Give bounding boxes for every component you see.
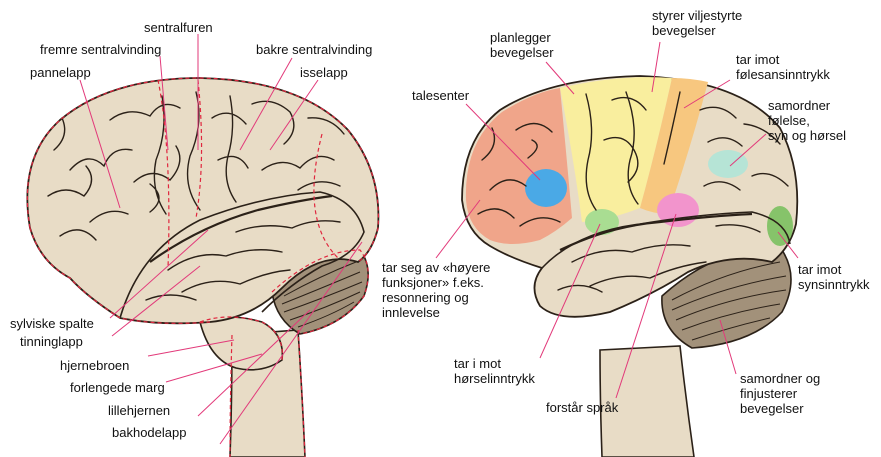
auditory-cortex-area xyxy=(585,209,619,235)
label-fremre-sentralvinding: fremre sentralvinding xyxy=(40,42,161,57)
label-samordner-og-finjusterer: samordner og finjusterer bevegelser xyxy=(740,371,820,416)
speech-center-area xyxy=(525,169,567,207)
left-brain xyxy=(27,78,378,457)
label-pannelapp: pannelapp xyxy=(30,65,91,80)
label-lillehjernen: lillehjernen xyxy=(108,403,170,418)
label-tar-imot-folesansinntrykk: tar imot følesansinntrykk xyxy=(736,52,830,82)
left-pons xyxy=(200,317,282,370)
label-talesenter: talesenter xyxy=(412,88,469,103)
association-area xyxy=(708,150,748,178)
label-horselinntrykk: tar i mot hørselinntrykk xyxy=(454,356,535,386)
label-styrer-viljestyrte-bevegelser: styrer viljestyrte bevegelser xyxy=(652,8,742,38)
label-tinninglapp: tinninglapp xyxy=(20,334,83,349)
label-forlengede-marg: forlengede marg xyxy=(70,380,165,395)
label-sylviske-spalte: sylviske spalte xyxy=(10,316,94,331)
label-hjernebroen: hjernebroen xyxy=(60,358,129,373)
label-hoyere-funksjoner: tar seg av «høyere funksjoner» f.eks. re… xyxy=(382,260,490,320)
label-bakre-sentralvinding: bakre sentralvinding xyxy=(256,42,372,57)
label-planlegger-bevegelser: planlegger bevegelser xyxy=(490,30,554,60)
label-tar-imot-synsinntrykk: tar imot synsinntrykk xyxy=(798,262,870,292)
label-samordner-folelse-syn-horsel: samordner følelse, syn og hørsel xyxy=(768,98,846,143)
label-isselapp: isselapp xyxy=(300,65,348,80)
label-sentralfuren: sentralfuren xyxy=(144,20,213,35)
label-forstar-sprak: forstår språk xyxy=(546,400,618,415)
label-bakhodelapp: bakhodelapp xyxy=(112,425,186,440)
